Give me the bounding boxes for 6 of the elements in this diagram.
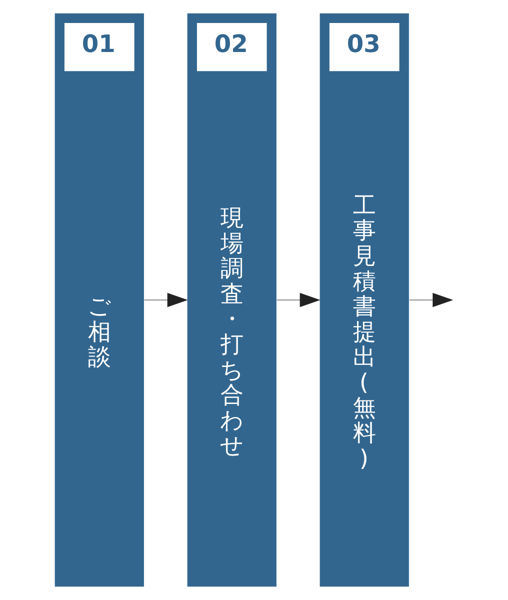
node-box: 02 現場調査・打ち合わせ: [187, 13, 276, 587]
node-box: 01 ご相談: [54, 13, 144, 587]
node-box: 03 工事見積書提出(無料): [320, 13, 409, 587]
arrow: [409, 292, 454, 308]
arrow: [276, 292, 320, 308]
arrow: [144, 292, 188, 308]
